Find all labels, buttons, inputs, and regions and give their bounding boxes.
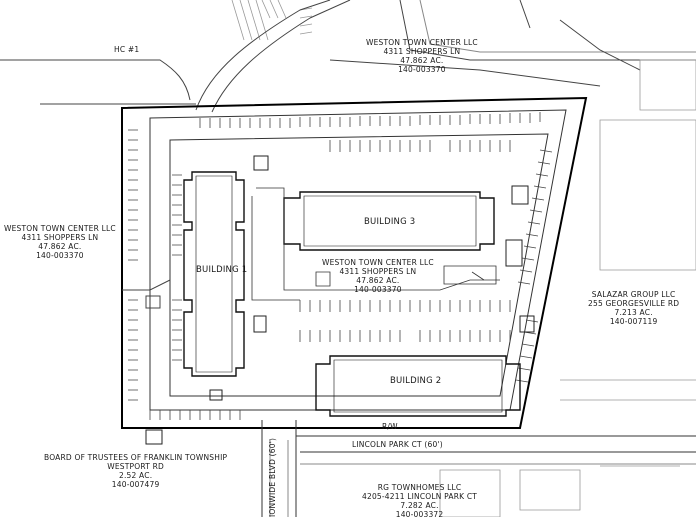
parcel-center-owner: WESTON TOWN CENTER LLC (322, 258, 434, 267)
parcel-bottom-left-area: 2.52 AC. (118, 471, 153, 480)
parcel-right-pid: 140-007119 (609, 317, 658, 326)
building-3-footprint (283, 191, 495, 251)
parcel-bottom: RG TOWNHOMES LLC 4205-4211 LINCOLN PARK … (362, 483, 477, 519)
parcel-top-pid: 140-003370 (398, 65, 446, 74)
property-boundary (121, 96, 588, 429)
parcel-bottom-left-owner: BOARD OF TRUSTEES OF FRANKLIN TOWNSHIP (44, 453, 228, 462)
parcel-bottom-left: BOARD OF TRUSTEES OF FRANKLIN TOWNSHIP W… (44, 453, 227, 489)
parcel-center-area: 47.862 AC. (356, 276, 400, 285)
parcel-left-owner: WESTON TOWN CENTER LLC (4, 224, 116, 233)
parcel-bottom-owner: RG TOWNHOMES LLC (377, 483, 462, 492)
parcel-center-address: 4311 SHOPPERS LN (339, 267, 417, 276)
west-approach (122, 279, 171, 309)
parcel-top-area: 47.862 AC. (400, 56, 444, 65)
parcel-top: WESTON TOWN CENTER LLC 4311 SHOPPERS LN … (366, 38, 478, 74)
building-2-footprint (315, 355, 521, 417)
offsite-parking-top-left (231, 0, 313, 41)
parcel-top-owner: WESTON TOWN CENTER LLC (366, 38, 478, 47)
building-1-footprint (183, 171, 245, 377)
parcel-right-owner: SALAZAR GROUP LLC (591, 290, 676, 299)
hc-label: HC #1 (114, 45, 140, 54)
westport-blvd-label: IONWIDE BLVD (60') (268, 437, 277, 517)
parcel-left-pid: 140-003370 (36, 251, 84, 260)
parcel-bottom-pid: 140-003372 (395, 510, 444, 519)
parcel-bottom-area: 7.282 AC. (400, 501, 439, 510)
rw-label: R/W (382, 422, 398, 431)
offsite-right-structures (560, 59, 696, 401)
parcel-top-address: 4311 SHOPPERS LN (383, 47, 461, 56)
parcel-left-area: 47.862 AC. (38, 242, 82, 251)
parcel-left-address: 4311 SHOPPERS LN (21, 233, 99, 242)
westport-road (261, 420, 696, 517)
small-structures (145, 155, 535, 445)
building-1-label: BUILDING 1 (196, 265, 248, 275)
offsite-bottom-structures (439, 465, 680, 517)
parcel-right: SALAZAR GROUP LLC 255 GEORGESVILLE RD 7.… (588, 290, 679, 326)
parcel-bottom-address: 4205-4211 LINCOLN PARK CT (362, 492, 478, 501)
parcel-bottom-left-pid: 140-007479 (111, 480, 160, 489)
access-road-north (0, 0, 696, 113)
parcel-center-pid: 140-003370 (354, 285, 402, 294)
lincoln-park-ct-label: LINCOLN PARK CT (60') (352, 440, 443, 449)
parcel-center: WESTON TOWN CENTER LLC 4311 SHOPPERS LN … (322, 258, 434, 294)
building-3-label: BUILDING 3 (364, 217, 416, 227)
center-island (251, 187, 500, 301)
parcel-bottom-left-address: WESTPORT RD (107, 462, 164, 471)
parcel-right-area: 7.213 AC. (614, 308, 653, 317)
parcel-left: WESTON TOWN CENTER LLC 4311 SHOPPERS LN … (4, 224, 116, 260)
building-2-label: BUILDING 2 (390, 376, 442, 386)
parcel-right-address: 255 GEORGESVILLE RD (588, 299, 680, 308)
